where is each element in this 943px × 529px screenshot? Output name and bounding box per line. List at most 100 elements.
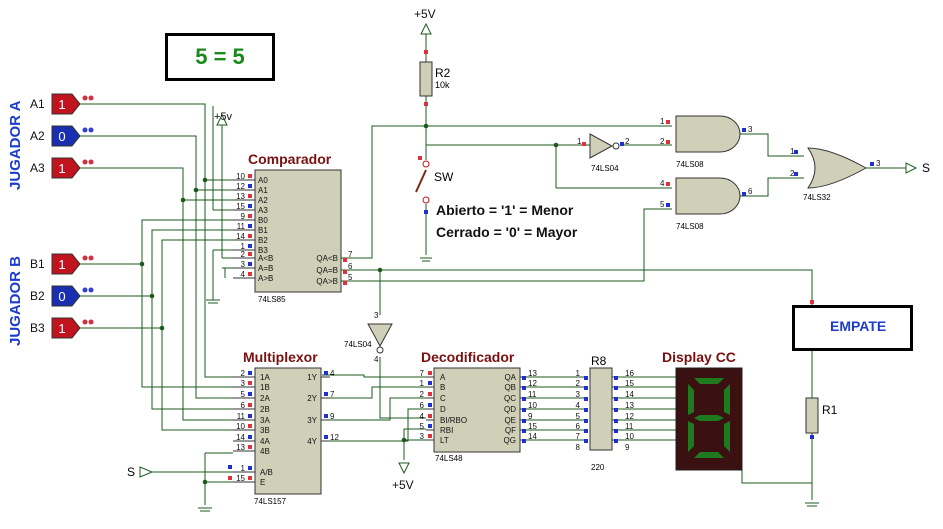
pin-state-marker xyxy=(582,142,586,146)
decoder-pin-number: 3 xyxy=(420,432,425,441)
mux-pin-number: 4 xyxy=(330,369,335,378)
pin-state-marker xyxy=(810,435,814,439)
not1-pin-number: 1 xyxy=(577,137,582,146)
and-gate-2 xyxy=(675,177,741,215)
comparator-pin-label: B1 xyxy=(258,226,268,235)
comparator-pin-label: A>B xyxy=(258,274,273,283)
pin-state-marker xyxy=(810,300,814,304)
or1-pin-number: 1 xyxy=(790,147,795,156)
logic-state-value: 1 xyxy=(58,161,65,176)
comparator-pin-label: A3 xyxy=(258,206,268,215)
vcc-comp-symbol xyxy=(216,113,228,126)
and2-part: 74LS08 xyxy=(676,222,704,231)
comparator-pin-label: B2 xyxy=(258,236,268,245)
mux-pin-label: 2B xyxy=(260,405,270,414)
switch-sw[interactable] xyxy=(415,160,430,216)
comparator-pin-number: 3 xyxy=(241,260,246,269)
logic-state-b2[interactable]: 0B2 xyxy=(30,285,96,307)
pin-state-marker xyxy=(742,192,746,196)
and-gate-1 xyxy=(675,115,741,153)
decoder-title: Decodificador xyxy=(421,349,515,365)
comparator-pin-label: B3 xyxy=(258,246,268,255)
input-s-label: S xyxy=(127,465,136,479)
pin-state-marker xyxy=(522,408,526,412)
mux-pin-label: 3A xyxy=(260,416,270,425)
pin-state-marker xyxy=(614,439,618,443)
decoder-pin-label: B xyxy=(440,383,445,392)
input-label-b1: B1 xyxy=(30,257,45,271)
mux-chip xyxy=(254,367,322,495)
pin-state-marker xyxy=(584,419,588,423)
comparator-pin-number: 9 xyxy=(241,212,246,221)
r8-pin-number: 10 xyxy=(625,432,634,441)
comparator-pin-number: 1 xyxy=(241,242,246,251)
logic-state-a1[interactable]: 1A1 xyxy=(30,93,96,115)
pin-layer: A010A112A213A315B09B111B214B31A<B2A=B3A>… xyxy=(228,50,881,487)
comparator-pin-number: 2 xyxy=(241,250,246,259)
logic-state-a2[interactable]: 0A2 xyxy=(30,125,96,147)
comparator-pin-number: 13 xyxy=(236,192,245,201)
decoder-pin-number: 14 xyxy=(528,432,537,441)
decoder-pin-label: QE xyxy=(504,416,516,425)
mux-pin-number: 5 xyxy=(241,390,246,399)
pin-state-marker xyxy=(522,386,526,390)
comparator-pin-label: QA<B xyxy=(316,254,338,263)
r2-ref: R2 xyxy=(435,66,451,80)
logic-state-b1[interactable]: 1 B1 xyxy=(30,253,96,275)
logic-state-value: 1 xyxy=(58,97,65,112)
pin-state-marker xyxy=(522,439,526,443)
decoder-pin-label: QF xyxy=(505,426,516,435)
r8-pin-number: 13 xyxy=(625,401,634,410)
comparator-chip xyxy=(254,169,342,293)
comparator-title: Comparador xyxy=(248,151,332,167)
r2-value: 10k xyxy=(435,80,450,90)
output-s-label: S xyxy=(922,161,931,175)
pin-state-marker xyxy=(614,429,618,433)
pin-state-marker xyxy=(666,203,670,207)
pin-state-marker xyxy=(794,150,798,154)
decoder-pin-label: QC xyxy=(504,394,516,403)
vcc-comp-label: +5v xyxy=(214,111,233,123)
pin-state-marker xyxy=(522,397,526,401)
pin-state-marker xyxy=(584,397,588,401)
decoder-pin-number: 7 xyxy=(420,369,425,378)
pin-state-marker xyxy=(248,272,252,276)
decoder-pin-label: LT xyxy=(440,436,449,445)
pin-state-marker xyxy=(248,252,252,256)
pin-state-marker xyxy=(324,371,328,375)
decoder-pin-number: 13 xyxy=(528,369,537,378)
pin-state-marker xyxy=(324,414,328,418)
pin-state-marker xyxy=(870,162,874,166)
input-label-b3: B3 xyxy=(30,321,45,335)
pin-state-marker xyxy=(584,386,588,390)
empate-box xyxy=(792,305,913,351)
resistor-pack-r8 xyxy=(589,367,613,451)
pin-state-marker xyxy=(522,419,526,423)
pin-state-marker xyxy=(584,429,588,433)
switch-ref: SW xyxy=(434,170,454,184)
pin-state-marker xyxy=(428,434,432,438)
input-label-b2: B2 xyxy=(30,289,45,303)
decoder-pin-label: C xyxy=(440,394,446,403)
decoder-pin-number: 6 xyxy=(420,401,425,410)
pin-state-marker xyxy=(248,262,252,266)
decoder-pin-number: 2 xyxy=(420,390,425,399)
mux-pin-number: 12 xyxy=(330,433,339,442)
logic-state-value: 1 xyxy=(58,257,65,272)
and1-pin-number: 3 xyxy=(748,125,753,134)
pin-state-marker xyxy=(248,234,252,238)
input-s-terminal xyxy=(139,466,154,478)
mux-pin-number: 3 xyxy=(241,379,246,388)
vcc-top-label: +5V xyxy=(414,7,436,21)
and2-pin-number: 6 xyxy=(748,187,753,196)
r8-pin-number: 11 xyxy=(625,422,634,431)
decoder-pin-number: 11 xyxy=(528,390,537,399)
r8-ref: R8 xyxy=(591,354,607,368)
logic-state-a3[interactable]: 1A3 xyxy=(30,157,96,179)
pin-state-marker xyxy=(584,408,588,412)
pin-state-marker xyxy=(248,204,252,208)
comparator-pin-number: 5 xyxy=(348,273,353,282)
logic-state-b3[interactable]: 1B3 xyxy=(30,317,96,339)
decoder-pin-label: QG xyxy=(504,436,516,445)
comparator-pin-label: QA>B xyxy=(316,277,338,286)
